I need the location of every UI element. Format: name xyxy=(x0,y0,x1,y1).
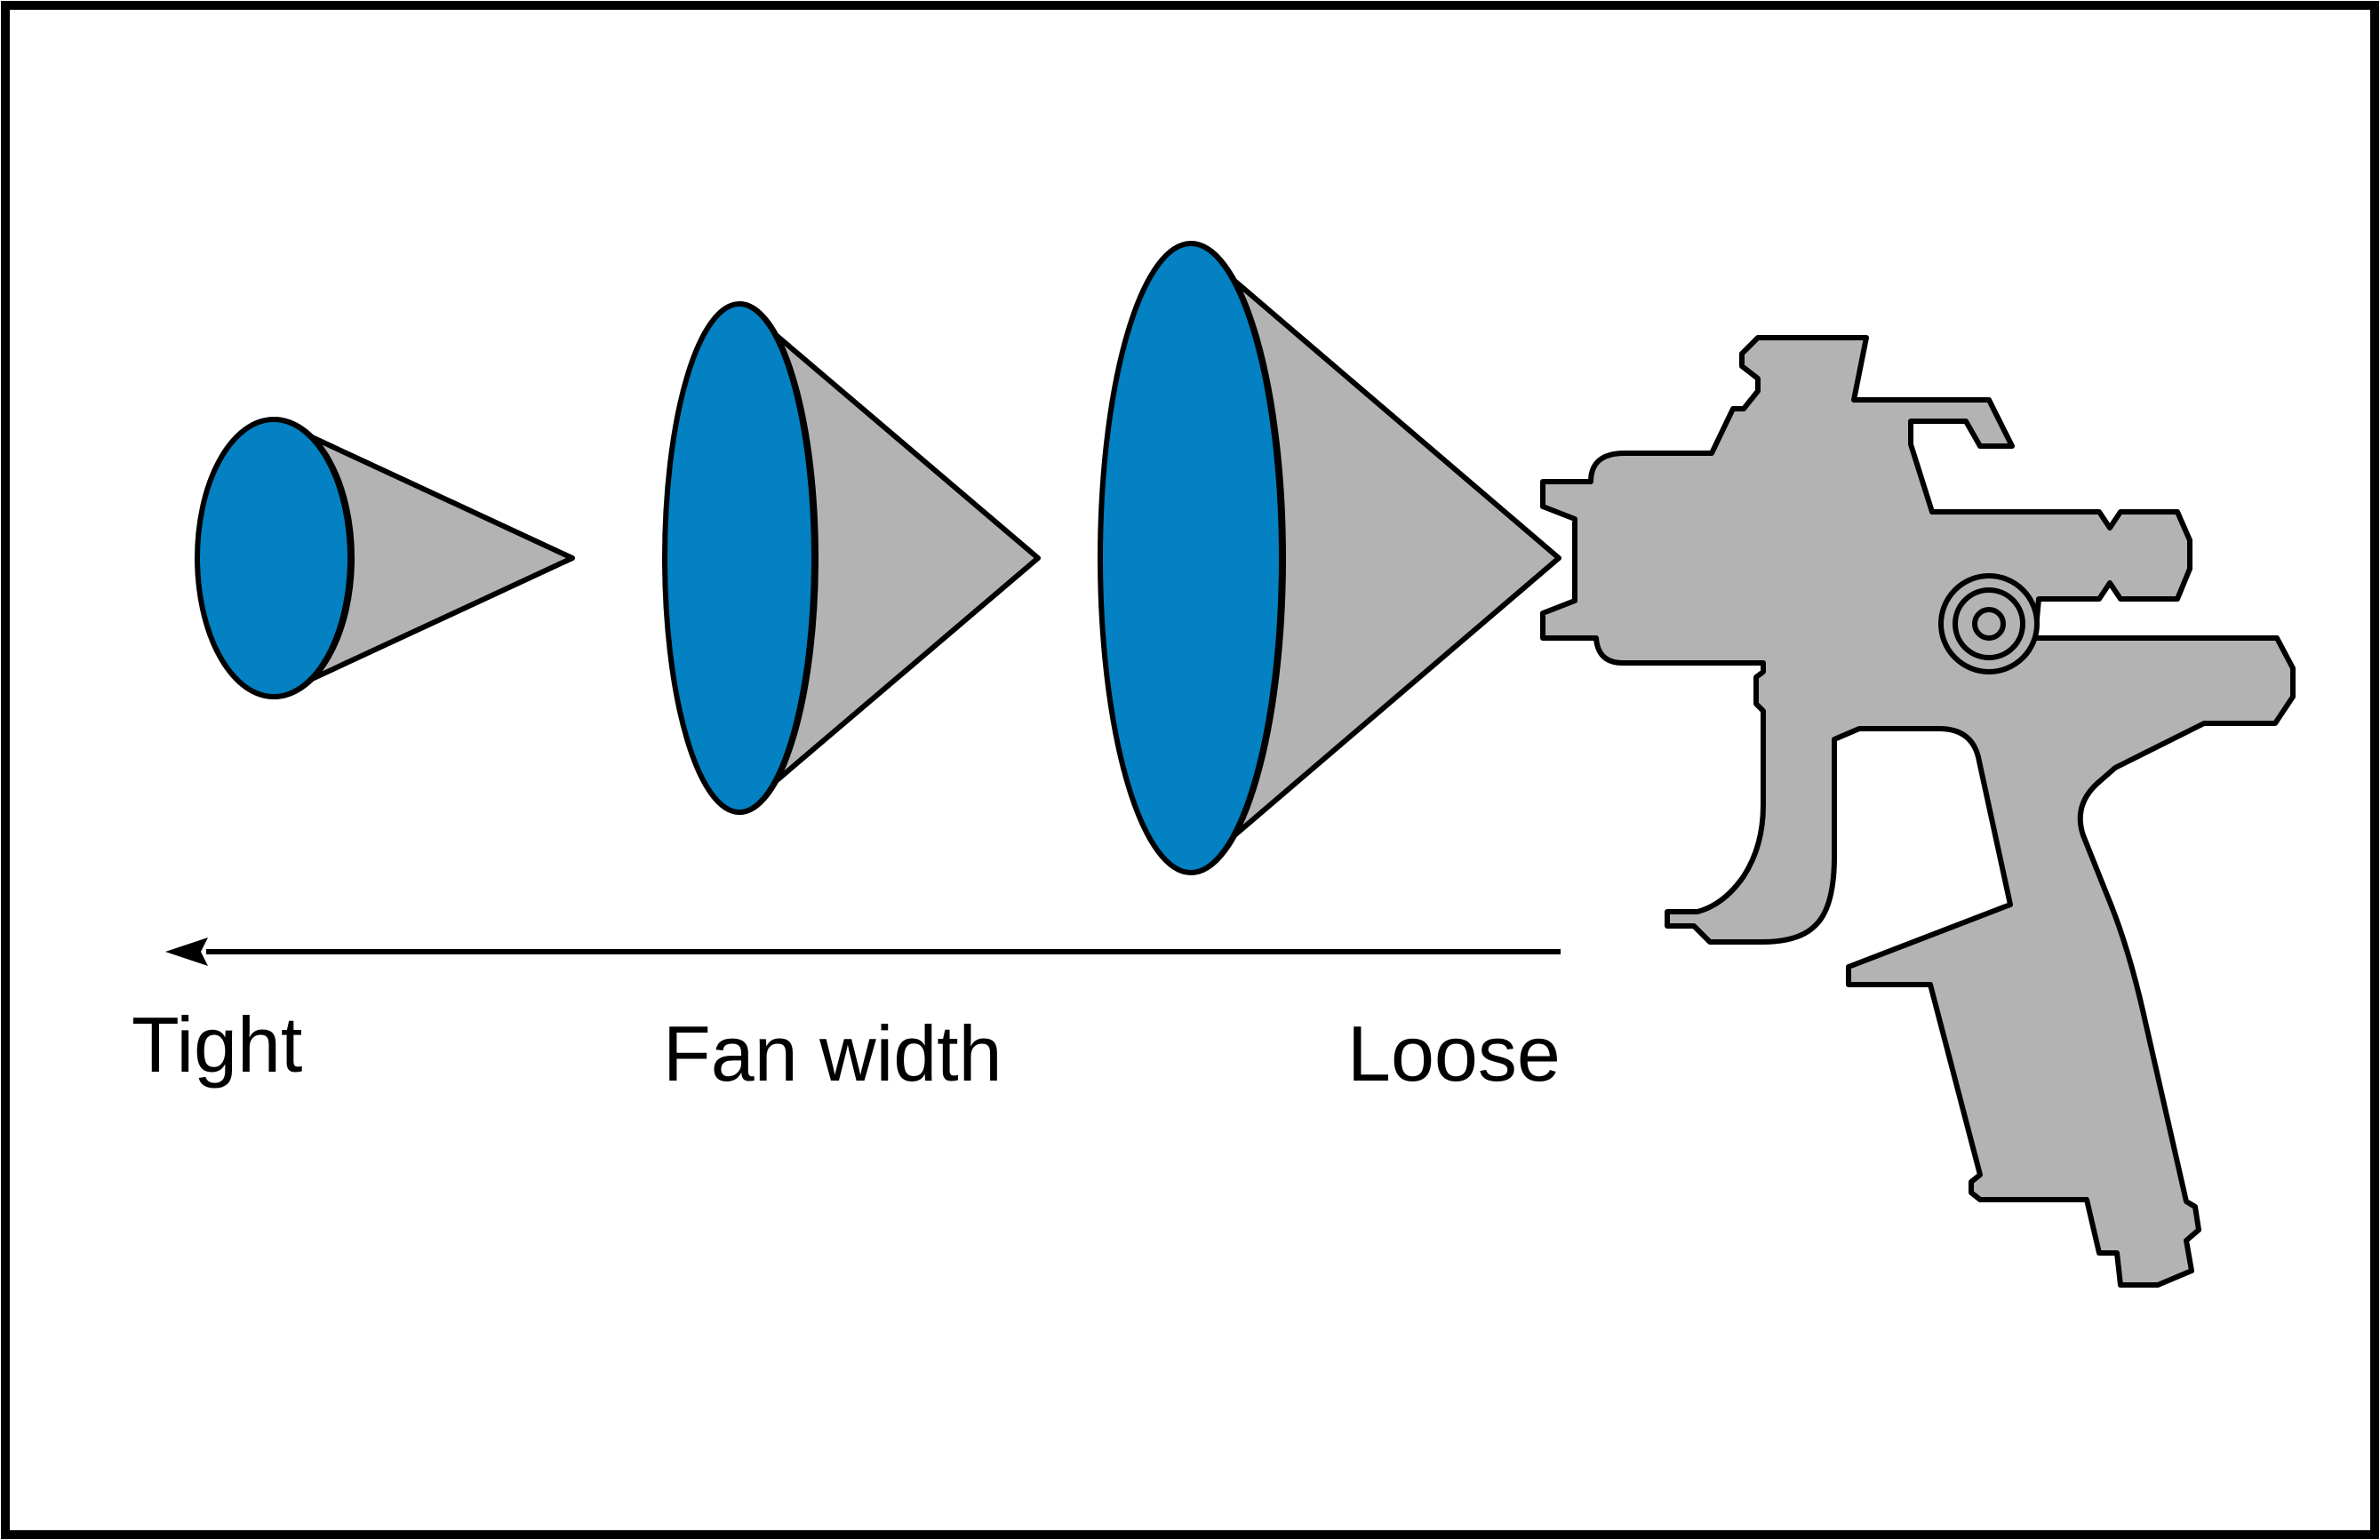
arrow-head xyxy=(165,938,208,966)
label-loose: Loose xyxy=(1347,1009,1561,1097)
fan-cone-small xyxy=(195,417,575,699)
fan-cone-large xyxy=(1098,241,1561,875)
fan-face-small xyxy=(195,417,353,699)
fan-cone-medium xyxy=(662,301,1041,815)
fan-face-large xyxy=(1098,241,1284,875)
label-fan-width: Fan width xyxy=(663,1009,1002,1097)
fan-face-medium xyxy=(662,301,817,815)
spray-gun-icon xyxy=(1540,335,2296,1288)
label-tight: Tight xyxy=(132,1001,303,1089)
gun-knob-inner xyxy=(1972,607,2006,641)
